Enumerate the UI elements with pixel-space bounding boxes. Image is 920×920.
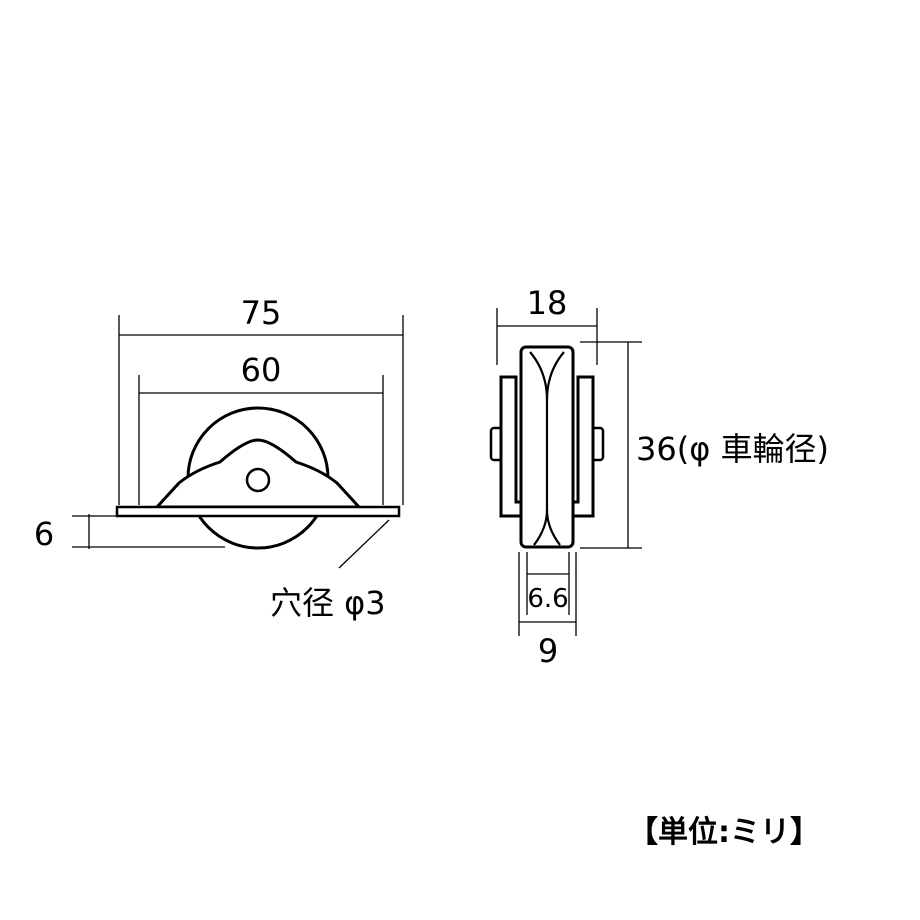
overall-width-label: 75 xyxy=(241,294,282,332)
side-view: 18 36(φ 車輪径) 6.6 9 xyxy=(489,284,829,670)
hole-diameter-label: 穴径 φ3 xyxy=(270,584,386,622)
wheel-groove xyxy=(529,351,549,546)
wheel-diameter-label: 36(φ 車輪径) xyxy=(636,430,829,468)
inner-width-label: 60 xyxy=(241,351,282,389)
base-plate xyxy=(115,505,401,518)
axle-hole xyxy=(245,467,271,493)
plate-height-label: 6 xyxy=(34,515,54,553)
unit-label: 【単位:ミリ】 xyxy=(628,815,820,850)
wheel-width-label: 9 xyxy=(538,632,558,670)
groove-width-label: 6.6 xyxy=(527,584,568,614)
side-width-label: 18 xyxy=(527,284,568,322)
front-view: 75 60 6 穴径 φ3 xyxy=(34,294,404,622)
